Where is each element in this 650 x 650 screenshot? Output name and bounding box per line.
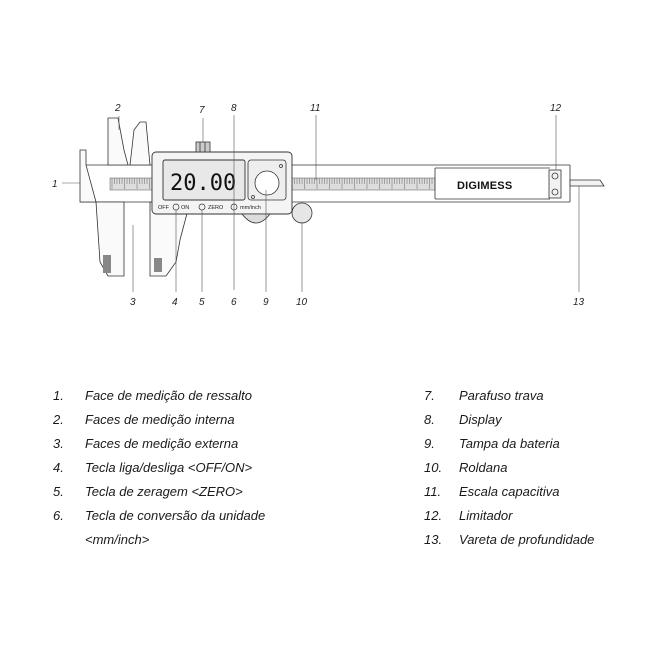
legend-item: 7. Parafuso trava xyxy=(424,384,644,408)
zero-label: ZERO xyxy=(208,205,224,211)
callout-leaders xyxy=(62,115,580,292)
legend-item: 4. Tecla liga/desliga <OFF/ON> xyxy=(53,456,383,480)
legend-item: 11. Escala capacitiva xyxy=(424,480,644,504)
callout-13: 13 xyxy=(573,297,585,308)
legend-item-text: Tecla de zeragem <ZERO> xyxy=(85,484,243,499)
callout-10: 10 xyxy=(296,297,308,308)
callout-8: 8 xyxy=(231,103,237,114)
battery-cover-icon xyxy=(247,159,287,201)
legend-item: <mm/inch> xyxy=(53,528,383,552)
on-label: ON xyxy=(181,205,189,211)
legend-item-text: Tampa da bateria xyxy=(459,436,560,451)
thumb-wheel-icon xyxy=(241,202,313,224)
legend-item-number: 9. xyxy=(424,436,435,451)
legend-item: 13. Vareta de profundidade xyxy=(424,528,644,552)
legend-item-number: 13. xyxy=(424,532,443,547)
capacitive-scale xyxy=(111,178,433,189)
legend-item-number: 8. xyxy=(424,412,435,427)
brand-logo-text: DIGIMESS xyxy=(457,180,512,192)
legend-item-number: 6. xyxy=(53,508,64,523)
legend-item: 1. Face de medição de ressalto xyxy=(53,384,383,408)
legend-item-number: 11. xyxy=(424,484,442,499)
legend-item-text: Tecla liga/desliga <OFF/ON> xyxy=(85,460,253,475)
legend-right-column: 7. Parafuso trava 8. Display 9. Tampa da bate… xyxy=(424,384,644,552)
legend-item-text: Face de medição de ressalto xyxy=(85,388,252,403)
callout-5: 5 xyxy=(199,297,205,308)
mm-inch-label: mm/inch xyxy=(240,205,261,211)
legend-item: 12. Limitador xyxy=(424,504,644,528)
callout-4: 4 xyxy=(172,297,178,308)
legend-item: 2. Faces de medição interna xyxy=(53,408,383,432)
legend-item-text: Escala capacitiva xyxy=(459,484,560,499)
callout-9: 9 xyxy=(263,297,269,308)
legend-item: 10. Roldana xyxy=(424,456,644,480)
legend-item-number: 5. xyxy=(53,484,64,499)
legend-item-text: Tecla de conversão da unidade xyxy=(85,508,266,523)
limiter-icon xyxy=(548,169,562,199)
inner-jaws xyxy=(107,117,151,166)
legend-item-text: Faces de medição externa xyxy=(85,436,239,451)
callout-6: 6 xyxy=(231,297,237,308)
legend-item-number: 10. xyxy=(424,460,443,475)
callout-12: 12 xyxy=(550,103,562,114)
legend-item: 3. Faces de medição externa xyxy=(53,432,383,456)
legend-item-text: <mm/inch> xyxy=(85,532,150,547)
callout-3: 3 xyxy=(130,297,136,308)
locking-screw-icon xyxy=(195,141,211,153)
legend-item-number: 3. xyxy=(53,436,64,451)
legend-item-number: 2. xyxy=(53,412,64,427)
legend-item-number: 7. xyxy=(424,388,435,403)
legend-item-text: Display xyxy=(459,412,502,427)
legend-item: 5. Tecla de zeragem <ZERO> xyxy=(53,480,383,504)
legend-item-text: Faces de medição interna xyxy=(85,412,235,427)
outer-jaws xyxy=(79,149,191,277)
callout-2: 2 xyxy=(114,103,121,114)
legend-item-text: Roldana xyxy=(459,460,508,475)
callout-11: 11 xyxy=(310,103,320,114)
legend-item-number: 1. xyxy=(53,388,64,403)
lcd-display-value: 20.00 xyxy=(170,171,236,196)
depth-rod-icon xyxy=(569,179,605,187)
legend-item-text: Parafuso trava xyxy=(459,388,544,403)
legend-item: 8. Display xyxy=(424,408,644,432)
legend-left-column: 1. Face de medição de ressalto 2. Faces de … xyxy=(53,384,383,552)
legend-item: 9. Tampa da bateria xyxy=(424,432,644,456)
legend-item-number: 4. xyxy=(53,460,64,475)
legend-item-text: Limitador xyxy=(459,508,513,523)
legend-item: 6. Tecla de conversão da unidade xyxy=(53,504,383,528)
caliper-diagram: 20.00 OFF ON ZERO mm/inch DIGIMESS xyxy=(52,103,605,308)
callout-1: 1 xyxy=(52,179,58,190)
legend-item-number xyxy=(53,528,85,552)
legend-item-text: Vareta de profundidade xyxy=(459,532,595,547)
legend-item-number: 12. xyxy=(424,508,443,523)
off-label: OFF xyxy=(158,205,170,211)
callout-7: 7 xyxy=(199,105,205,116)
